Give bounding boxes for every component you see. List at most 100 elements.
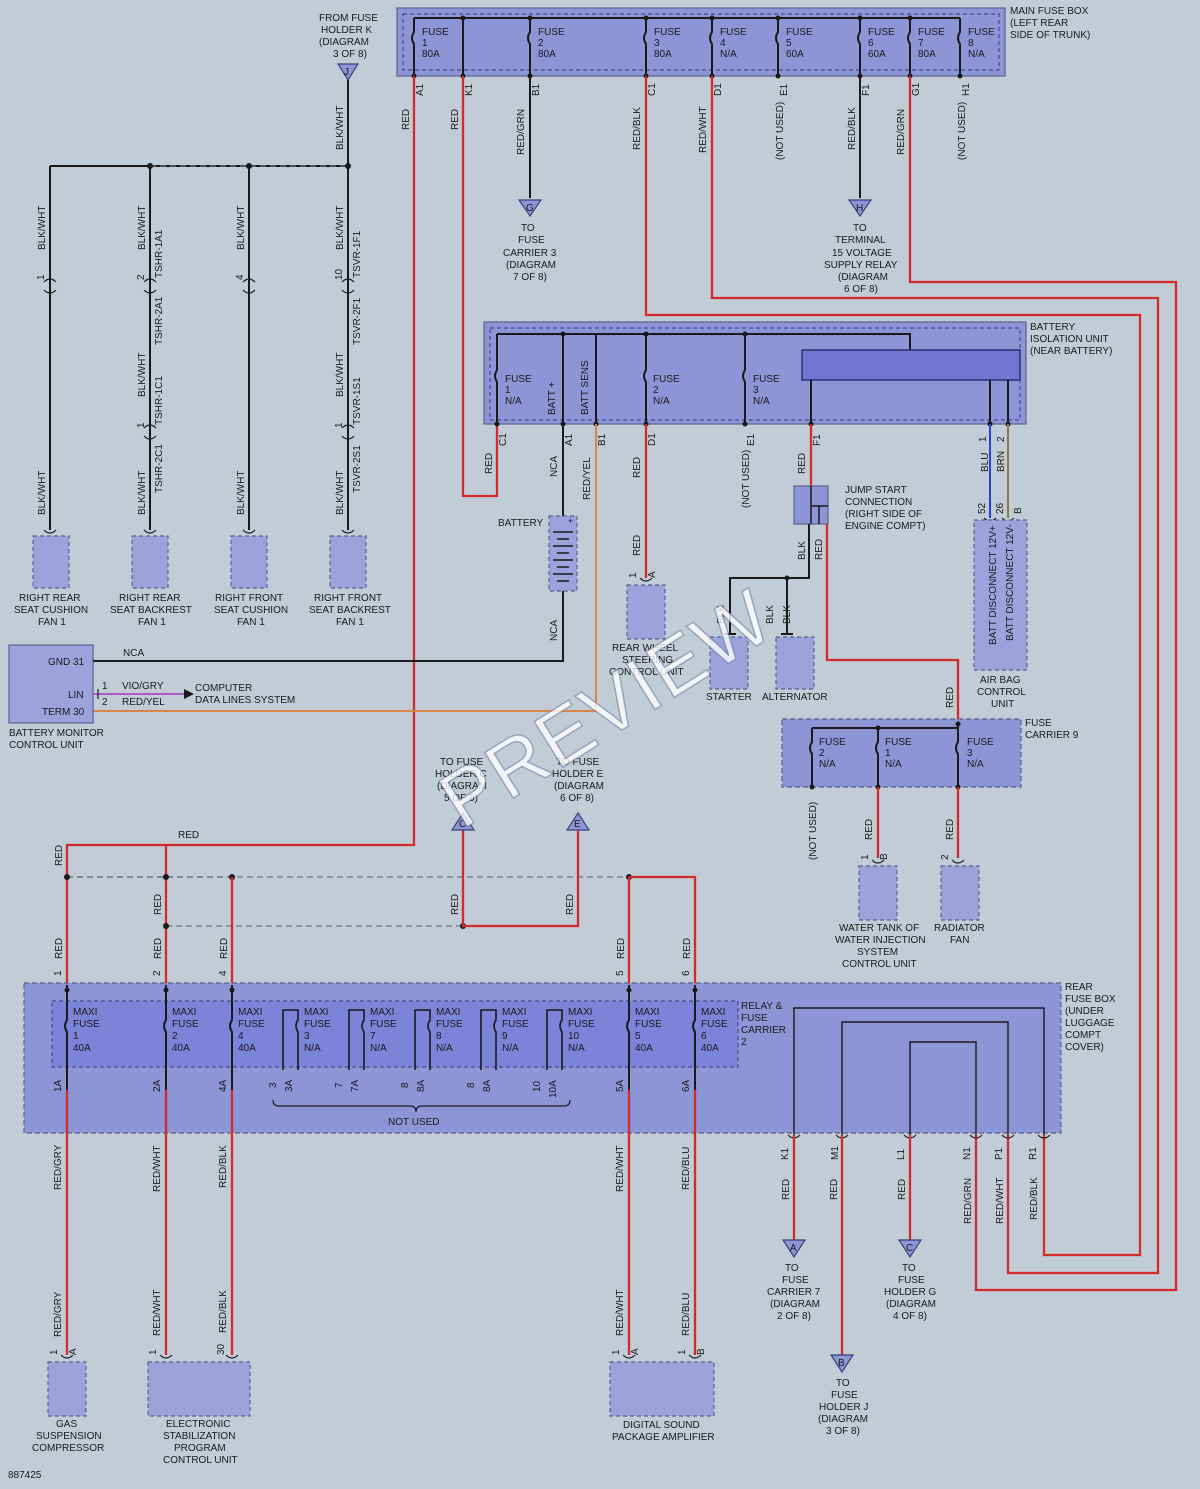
- label: FAN 1: [336, 617, 364, 628]
- fuse-rating: N/A: [753, 396, 770, 407]
- fuse-num: 3: [654, 38, 660, 49]
- label: CONTROL UNIT: [842, 959, 917, 970]
- label: FUSE: [898, 1275, 925, 1286]
- connector-label: B: [838, 1358, 845, 1369]
- label: TERM 30: [42, 707, 85, 718]
- label: CARRIER: [741, 1025, 786, 1036]
- pin-label: B1: [531, 83, 542, 96]
- not-used-bracket: [272, 1099, 571, 1113]
- fuse-rating: N/A: [370, 1043, 387, 1054]
- label: CARRIER 7: [767, 1287, 821, 1298]
- label: STABILIZATION: [163, 1431, 235, 1442]
- wire-label: BLK/WHT: [236, 206, 247, 250]
- wire-label: BRN: [996, 451, 1007, 472]
- wire-label: RED/BLK: [1029, 1177, 1040, 1220]
- battery-isolation-unit: BATTERY ISOLATION UNIT (NEAR BATTERY) FU…: [483, 321, 1112, 446]
- fuse-rating: 60A: [786, 49, 804, 60]
- label: HOLDER G: [884, 1287, 936, 1298]
- label: (RIGHT SIDE OF: [845, 509, 922, 520]
- label: GND 31: [48, 657, 85, 668]
- pin-label: N1: [962, 1147, 973, 1160]
- wire-label: RED/BLK: [218, 1145, 229, 1188]
- fuse-label: FUSE: [73, 1019, 100, 1030]
- fuse-num: 10: [568, 1031, 580, 1042]
- wire-label: BLK/WHT: [335, 471, 346, 515]
- fuse-rating: 60A: [868, 49, 886, 60]
- label: RIGHT REAR: [19, 593, 81, 604]
- pin-label: 2: [996, 436, 1007, 442]
- label: LUGGAGE: [1065, 1018, 1115, 1029]
- maxi-fuse-1: MAXI FUSE 1 40A 1 1A: [53, 970, 100, 1092]
- label: CONTROL: [977, 687, 1026, 698]
- maxi-fuse-6: MAXI FUSE 6 40A 6 6A: [681, 970, 728, 1092]
- connector-label: H: [856, 203, 863, 214]
- main-fuse-box: MAIN FUSE BOX (LEFT REAR SIDE OF TRUNK) …: [396, 6, 1090, 96]
- connector-c-icon: [450, 811, 476, 831]
- label: DIGITAL SOUND: [623, 1420, 700, 1431]
- wire-label: RED/WHT: [615, 1289, 626, 1336]
- to-fuse-holder-c-label: TO FUSE HOLDER C (DIAGRAM 5 OF 8): [435, 757, 487, 804]
- fuse-label: FUSE: [819, 737, 846, 748]
- fuse-rating: 40A: [635, 1043, 653, 1054]
- wire-label: RED/GRY: [53, 1291, 64, 1337]
- fuse-num: 5: [635, 1031, 641, 1042]
- label: COMPUTER: [195, 683, 252, 694]
- fuse-num: 4: [720, 38, 726, 49]
- fuse-num: 5: [786, 38, 792, 49]
- wire-label: RED/BLK: [632, 107, 643, 150]
- wire-label: BLK/WHT: [137, 206, 148, 250]
- pin-label: 1: [978, 436, 989, 442]
- fuse-label: MAXI: [172, 1007, 196, 1018]
- wire-label: NCA: [549, 456, 560, 477]
- label: DATA LINES SYSTEM: [195, 695, 295, 706]
- wire-red-a1: [164, 76, 416, 985]
- fuse-rating: N/A: [968, 49, 985, 60]
- pin-label: 1A: [53, 1079, 64, 1092]
- label: SYSTEM: [857, 947, 898, 958]
- connector-label: TSHR-1A1: [154, 229, 165, 278]
- right-front-seat-cushion-fan: RIGHT FRONT SEAT CUSHION FAN 1: [214, 529, 288, 628]
- wire-red-wht-d1: [710, 76, 1160, 1275]
- label: FAN: [950, 935, 969, 946]
- fuse-rating: 80A: [918, 49, 936, 60]
- fuse-num: 2: [819, 748, 825, 759]
- label: TO FUSE: [556, 757, 599, 768]
- wire-label: RED/GRN: [516, 109, 527, 155]
- label: TO FUSE: [440, 757, 483, 768]
- pin-label: E1: [746, 433, 757, 446]
- to-fuse-carrier-3-label: TO FUSE CARRIER 3 (DIAGRAM 7 OF 8): [503, 223, 557, 283]
- wire-label: RED/WHT: [152, 1289, 163, 1336]
- label: BATT SENS: [580, 360, 591, 415]
- pin-label: D1: [647, 433, 658, 446]
- fuse-rating: 40A: [73, 1043, 91, 1054]
- fuse-label: FUSE: [568, 1019, 595, 1030]
- connector-c2-icon: [897, 1239, 923, 1259]
- fuse-num: 2: [538, 38, 544, 49]
- label: (NEAR BATTERY): [1030, 346, 1112, 357]
- label: 7 OF 8): [513, 272, 547, 283]
- fuse-rating: 80A: [654, 49, 672, 60]
- connector-label: A: [630, 1348, 641, 1355]
- connector-b-icon: [829, 1354, 855, 1374]
- arrow-right-icon: [184, 689, 194, 699]
- label: TO: [902, 1263, 916, 1274]
- label: (DIAGRAM: [554, 781, 604, 792]
- to-terminal-15-label: TO TERMINAL 15 VOLTAGE SUPPLY RELAY (DIA…: [824, 223, 898, 295]
- pin-label: H1: [961, 83, 972, 96]
- pin-label: 4A: [218, 1079, 229, 1092]
- fuse-label: MAXI: [568, 1007, 592, 1018]
- fuse-label: MAXI: [238, 1007, 262, 1018]
- pin-label: 1: [102, 681, 108, 692]
- fuse-rating: 40A: [172, 1043, 190, 1054]
- wire-label: BLK/WHT: [335, 206, 346, 250]
- wire-label: RED: [54, 845, 65, 866]
- battery: + BATTERY: [498, 515, 578, 592]
- wire-label: RED: [781, 1179, 792, 1200]
- pin-label: B: [1013, 507, 1024, 514]
- wire-label: BLK/WHT: [236, 471, 247, 515]
- label: BATTERY MONITOR: [9, 728, 104, 739]
- fuse-num: 1: [885, 748, 891, 759]
- label: (DIAGRAM: [437, 781, 487, 792]
